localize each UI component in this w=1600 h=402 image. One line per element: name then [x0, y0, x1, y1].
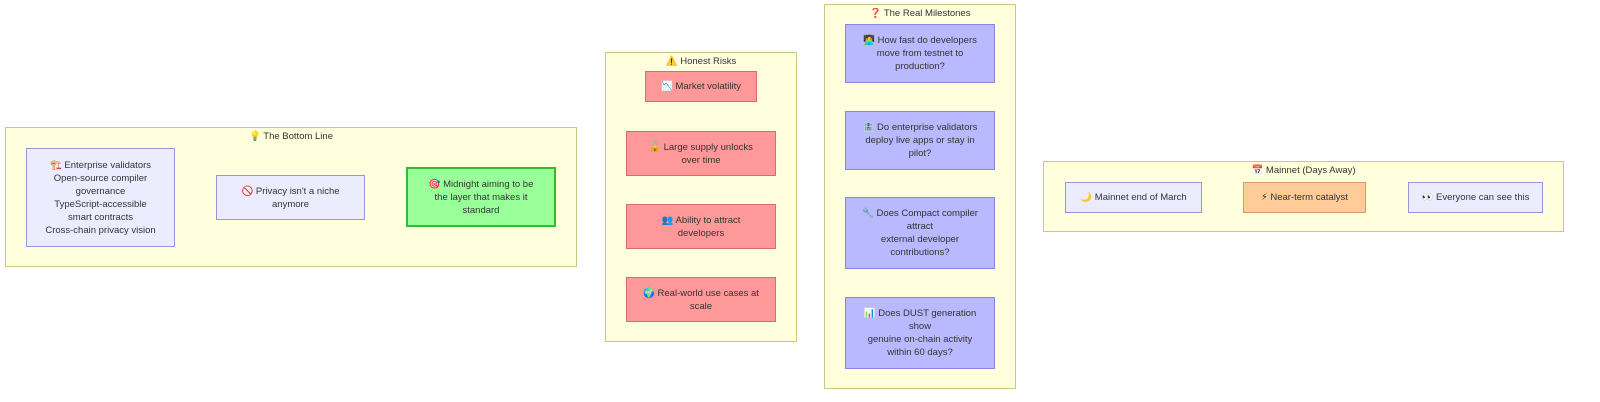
cluster-title-bottom-line: 💡 The Bottom Line	[248, 131, 333, 142]
milestone-compact-compiler[interactable]: 🔧 Does Compact compiler attract external…	[845, 197, 995, 269]
risk-supply-unlocks[interactable]: 🔓 Large supply unlocks over time	[626, 131, 776, 176]
milestone-enterprise-live-apps[interactable]: 🏦 Do enterprise validators deploy live a…	[845, 111, 995, 170]
node-everyone-can-see[interactable]: 👀 Everyone can see this	[1408, 182, 1543, 213]
cluster-title-honest-risks: ⚠️ Honest Risks	[665, 56, 737, 67]
cluster-title-mainnet: 📅 Mainnet (Days Away)	[1251, 165, 1356, 176]
risk-real-world-use-cases[interactable]: 🌍 Real-world use cases at scale	[626, 277, 776, 322]
node-mainnet-end-of-march[interactable]: 🌙 Mainnet end of March	[1065, 182, 1202, 213]
node-near-term-catalyst[interactable]: ⚡ Near-term catalyst	[1243, 182, 1366, 213]
node-privacy-not-niche[interactable]: 🚫 Privacy isn't a niche anymore	[216, 175, 365, 220]
risk-attract-developers[interactable]: 👥 Ability to attract developers	[626, 204, 776, 249]
node-enterprise-foundations[interactable]: 🏗️ Enterprise validators Open-source com…	[26, 148, 175, 247]
node-midnight-standard[interactable]: 🎯 Midnight aiming to be the layer that m…	[406, 167, 556, 227]
milestone-testnet-to-production[interactable]: 🧑‍💻 How fast do developers move from tes…	[845, 24, 995, 83]
cluster-title-real-milestones: ❓ The Real Milestones That Matter	[869, 8, 971, 19]
milestone-dust-generation[interactable]: 📊 Does DUST generation show genuine on-c…	[845, 297, 995, 369]
risk-market-volatility[interactable]: 📉 Market volatility	[645, 71, 757, 102]
